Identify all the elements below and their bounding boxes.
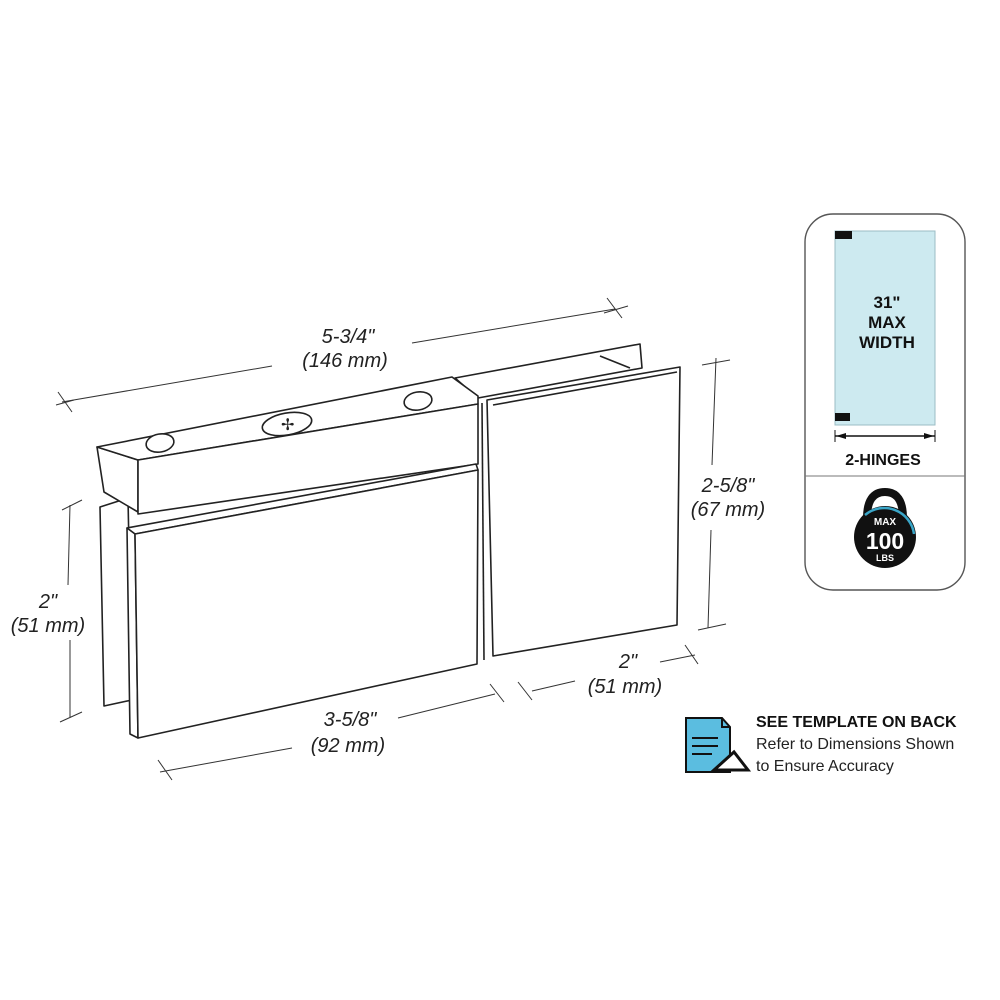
glass-width-label: WIDTH	[859, 333, 915, 352]
template-note-line2: to Ensure Accuracy	[756, 758, 894, 775]
overall-width-metric: (146 mm)	[302, 350, 388, 372]
screw-center	[261, 411, 313, 437]
document-with-triangle-icon	[685, 717, 752, 773]
glass-width-value: 31"	[874, 293, 901, 312]
dimension-lines	[55, 297, 731, 781]
template-note-line1: Refer to Dimensions Shown	[756, 736, 955, 753]
bottom-width-metric: (92 mm)	[311, 735, 385, 757]
left-height-metric: (51 mm)	[11, 615, 85, 637]
template-note-title: SEE TEMPLATE ON BACK	[756, 714, 957, 731]
glass-panel	[834, 230, 936, 426]
weight-value: 100	[866, 528, 904, 554]
bottom-width-imperial: 3-5/8"	[324, 709, 378, 731]
right-height-metric: (67 mm)	[691, 499, 765, 521]
template-note: SEE TEMPLATE ON BACK Refer to Dimensions…	[756, 712, 957, 778]
screw-icon: ✢	[281, 417, 294, 434]
overall-width-imperial: 5-3/4"	[322, 326, 376, 348]
top-box-front-face	[137, 403, 479, 515]
hole-left	[145, 433, 175, 453]
weight-icon: MAX 100 LBS	[854, 487, 916, 568]
glass-max-label: MAX	[868, 313, 906, 332]
hinge-top-icon	[835, 231, 852, 239]
weight-max-label: MAX	[874, 517, 897, 528]
hinge-bottom-icon	[835, 413, 850, 421]
right-width-imperial: 2"	[618, 651, 638, 673]
spec-panel: 31" MAX WIDTH 2-HINGES MAX 100 LBS	[804, 213, 966, 591]
hinges-label: 2-HINGES	[845, 452, 921, 469]
hole-right	[403, 391, 433, 411]
left-height-imperial: 2"	[38, 591, 58, 613]
front-left-plate-front	[134, 469, 479, 739]
right-width-metric: (51 mm)	[588, 676, 662, 698]
right-plate	[486, 366, 681, 657]
right-height-imperial: 2-5/8"	[701, 475, 756, 497]
weight-unit: LBS	[876, 553, 894, 563]
